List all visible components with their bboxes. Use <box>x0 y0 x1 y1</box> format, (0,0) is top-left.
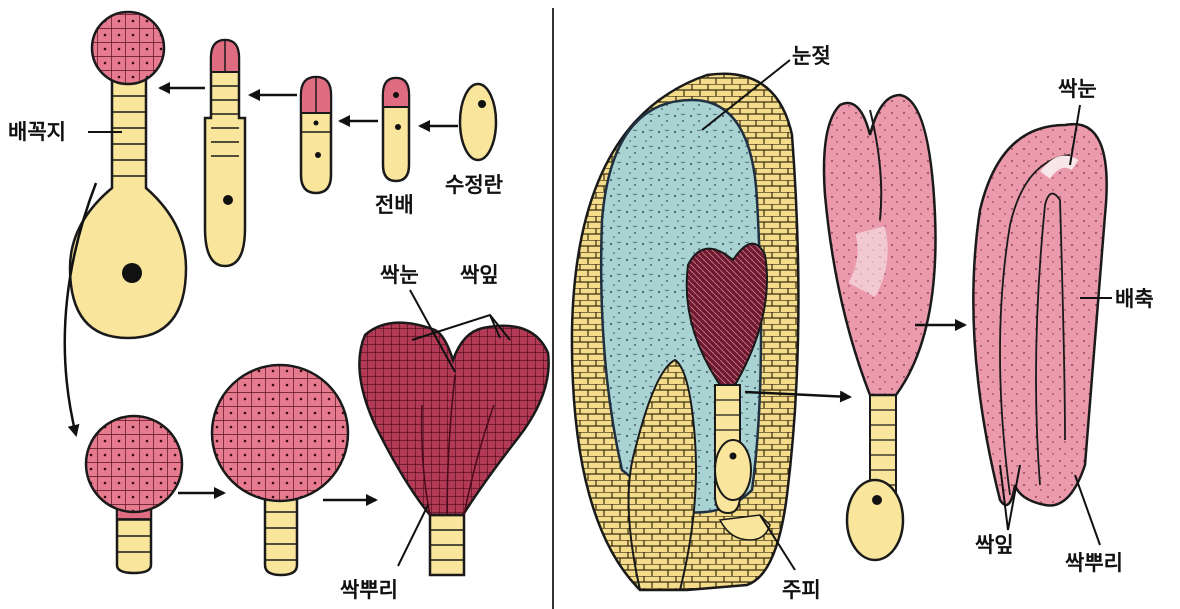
radicle-left-pointer <box>398 505 428 566</box>
label-plumule-right: 싹눈 <box>1058 77 1097 101</box>
label-suspensor: 배꼭지 <box>8 120 66 144</box>
embryo-with-suspensor <box>70 12 186 338</box>
proembryo-tiered <box>301 77 331 193</box>
mature-embryo <box>973 124 1106 505</box>
heart-stage-embryo <box>359 323 548 575</box>
label-zygote: 수정란 <box>445 173 503 197</box>
globular-embryo-small <box>86 416 182 573</box>
torpedo-embryo <box>824 95 936 560</box>
globular-embryo-large <box>212 365 348 575</box>
label-radicle-left: 싹뿌리 <box>340 578 398 602</box>
label-integument: 주피 <box>782 578 821 602</box>
zygote-cell <box>460 84 496 160</box>
label-radicle-right: 싹뿌리 <box>1065 551 1123 575</box>
label-cotyledon-right: 싹잎 <box>975 533 1014 557</box>
proembryo-two-cell <box>383 78 409 181</box>
radicle-right-pointer <box>1075 475 1100 545</box>
proembryo-elongated <box>205 40 245 266</box>
ovule-with-embryo <box>572 74 798 590</box>
label-endosperm: 눈젖 <box>792 44 831 68</box>
label-plumule-left: 싹눈 <box>380 263 419 287</box>
label-cotyledon-left: 싹잎 <box>460 263 499 287</box>
label-proembryo: 전배 <box>375 193 414 217</box>
label-hypocotyl: 배축 <box>1115 287 1154 311</box>
